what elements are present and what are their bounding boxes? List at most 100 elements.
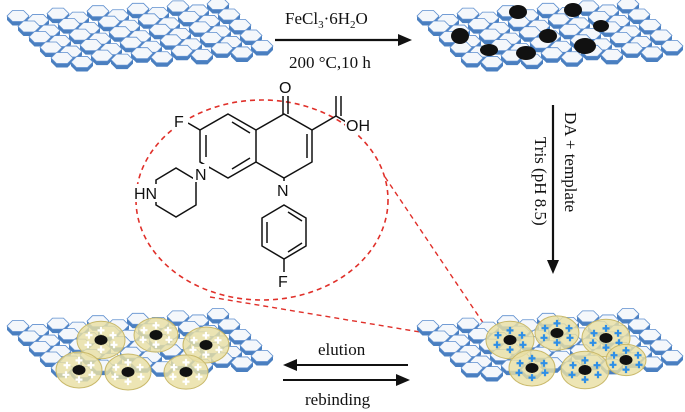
template-mark [506, 346, 514, 354]
template-mark [594, 371, 602, 379]
particle [509, 5, 527, 19]
arrow-step2 [547, 105, 559, 274]
hex-cell [480, 56, 504, 68]
hex-cell [86, 5, 110, 18]
cavity-mark [87, 361, 95, 369]
hex-cell [17, 330, 41, 343]
cavity-mark [75, 356, 83, 364]
particle [72, 365, 86, 375]
hex-cell [17, 20, 41, 33]
hex-cell [79, 39, 103, 51]
template-mark [593, 361, 601, 369]
hex-cell-side [211, 48, 233, 58]
callout-leader-line [384, 176, 499, 346]
cavity-mark [182, 358, 190, 366]
hex-cell [649, 29, 673, 42]
particle [564, 3, 582, 17]
hex-cell [616, 0, 640, 10]
hex-cell [190, 48, 214, 61]
step2-conditions-label: Tris (pH 8.5) [531, 137, 550, 226]
hex-cell [250, 350, 274, 362]
template-callout [135, 99, 499, 346]
hex-cell [640, 356, 664, 369]
hex-cell [217, 8, 241, 21]
particle [94, 335, 108, 345]
hex-cell [560, 51, 584, 64]
cavity-mark [124, 378, 132, 386]
hex-cell [638, 329, 662, 341]
hex-cell [616, 308, 640, 320]
cavity-mark [165, 336, 173, 344]
hex-cell-side [251, 46, 273, 56]
template-mark [516, 359, 524, 367]
hex-cell [627, 8, 651, 21]
polymer-spheres [485, 315, 647, 390]
hex-cell [50, 52, 74, 64]
cavity-mark [170, 363, 178, 371]
cavity-mark [112, 363, 120, 371]
hex-cell [6, 10, 30, 22]
magnetic-particles [451, 3, 609, 60]
template-mark [609, 361, 617, 369]
template-mark [581, 356, 589, 364]
cavity-mark [63, 361, 71, 369]
hex-cell [159, 34, 183, 47]
particle [199, 340, 213, 350]
template-mark [590, 329, 598, 337]
cavity-mark [75, 376, 83, 384]
hex-cell-side [521, 59, 543, 70]
hex-cell [6, 320, 30, 332]
hex-cell-side [191, 54, 213, 65]
cavity-mark [214, 336, 222, 344]
hex-cell [206, 308, 230, 320]
hex-cell [620, 42, 644, 55]
particle [451, 28, 469, 44]
template-mark [494, 331, 502, 339]
cavity-mark [189, 346, 197, 354]
cavity-mark [97, 326, 105, 334]
template-mark [565, 324, 573, 332]
template-mark [541, 324, 549, 332]
hex-cell [199, 32, 223, 44]
hex-cell [110, 53, 134, 66]
particle [550, 328, 564, 338]
template-mark [622, 366, 630, 374]
particle [516, 46, 536, 60]
cavity-mark [137, 373, 145, 381]
cavity-mark [215, 346, 223, 354]
fluorophenyl-ring [261, 204, 307, 260]
template-mark [589, 339, 597, 347]
particle [619, 355, 633, 365]
template-mark [566, 334, 574, 342]
hex-cell [660, 350, 684, 362]
hex-cell-side [461, 58, 483, 68]
hex-cell [68, 28, 92, 41]
hex-cell [137, 13, 161, 26]
particle [578, 365, 592, 375]
hex-cell [228, 329, 252, 341]
hex-cell [456, 7, 480, 20]
hex-cell-side [111, 59, 133, 70]
cavity-mark [85, 331, 93, 339]
hex-cell [609, 32, 633, 44]
hex-cell-side [51, 58, 73, 68]
pyridone-ring [255, 113, 313, 179]
hex-cell-side [661, 46, 683, 56]
template-mark [540, 359, 548, 367]
hex-cell [416, 320, 440, 332]
step2-reagent-label: DA + template [561, 112, 580, 212]
particle [525, 363, 539, 373]
hex-cell [427, 20, 451, 33]
hex-cell [478, 28, 502, 41]
hex-cell [148, 23, 172, 36]
cavity-mark [152, 341, 160, 349]
particle [593, 20, 609, 32]
hex-cell [467, 18, 491, 31]
hex-cell [70, 56, 94, 68]
template-mark [602, 324, 610, 332]
cavity-mark [195, 373, 203, 381]
hex-cell [28, 341, 52, 353]
hex-cell [480, 366, 504, 378]
cavity-mark [110, 341, 118, 349]
cavity-mark [194, 363, 202, 371]
